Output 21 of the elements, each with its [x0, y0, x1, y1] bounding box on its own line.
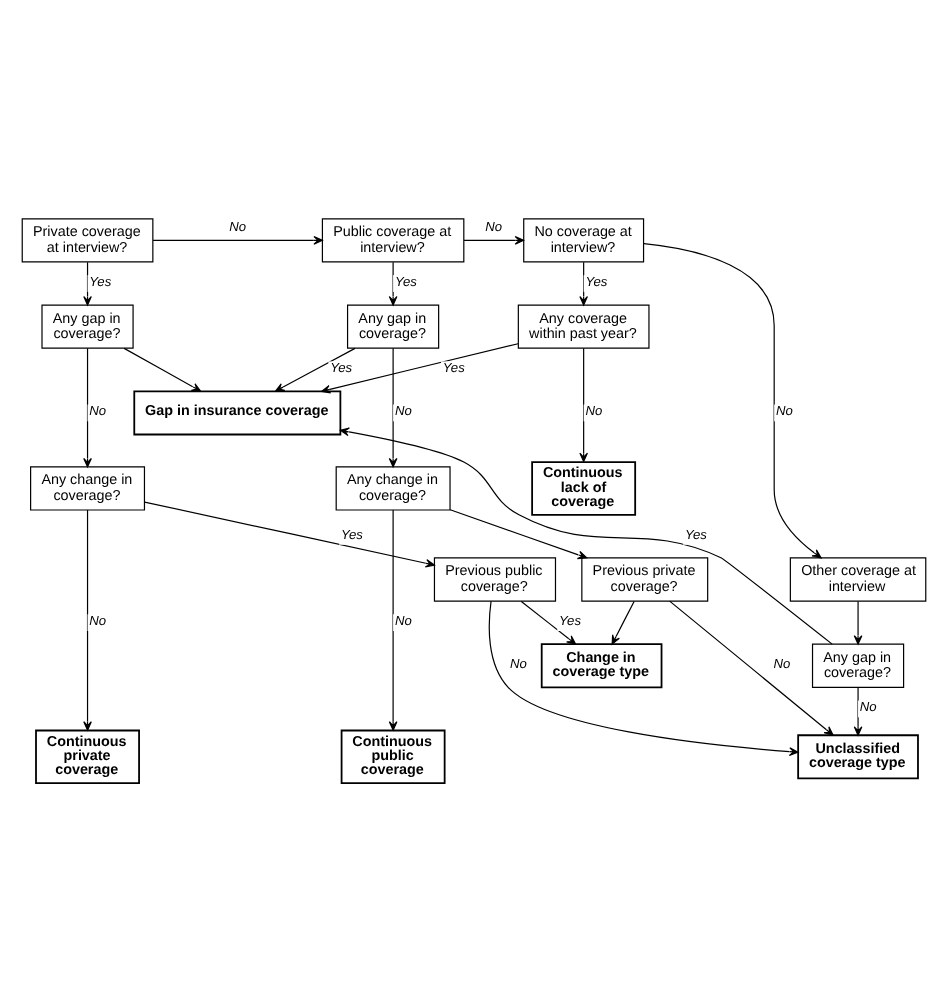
arrow [853, 685, 863, 735]
arrow [449, 508, 588, 559]
arrow [488, 599, 799, 755]
arrow [579, 260, 588, 305]
arrow [388, 260, 398, 305]
arrow [144, 500, 435, 567]
arrow [388, 346, 398, 467]
arrow [853, 599, 863, 644]
arrow [611, 599, 635, 644]
arrow [669, 599, 834, 735]
arrow [83, 346, 92, 467]
arrow [463, 235, 525, 244]
arrow [83, 260, 92, 305]
arrow [152, 235, 323, 244]
arrow [388, 508, 398, 730]
arrow [579, 346, 588, 462]
arrow [321, 342, 519, 393]
arrow [83, 508, 92, 730]
arrow [643, 242, 822, 558]
arrow [520, 599, 577, 644]
arrow [123, 346, 202, 391]
